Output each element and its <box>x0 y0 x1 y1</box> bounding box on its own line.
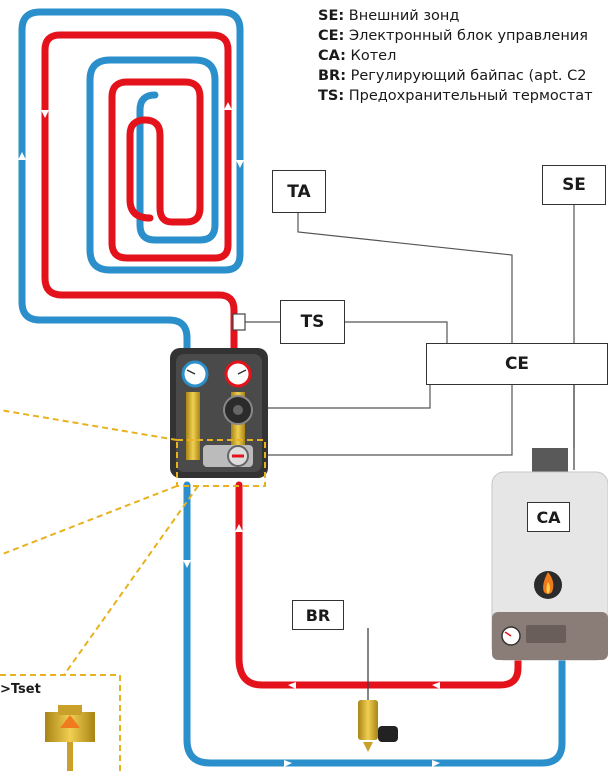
legend-code: CA: <box>318 48 346 64</box>
legend-text: Регулирующий байпас (apt. C2 <box>350 68 587 84</box>
legend-text: Предохранительный термостат <box>348 88 593 104</box>
detail-highlight <box>0 409 266 771</box>
detail-label: >Tset <box>0 682 41 697</box>
legend-code: TS: <box>318 88 345 104</box>
floor-loop-return-outer <box>18 8 244 354</box>
legend-code: BR: <box>318 68 347 84</box>
ce-box: CE <box>426 343 608 385</box>
floor-loop-supply-outer <box>41 31 238 364</box>
ca-box: CA <box>527 502 570 532</box>
bypass-valve-icon <box>358 628 398 752</box>
floor-loop-supply-inner <box>108 78 232 262</box>
wiring <box>232 205 575 470</box>
legend-text: Котел <box>350 48 397 64</box>
ta-box: TA <box>272 170 326 213</box>
legend-code: CE: <box>318 28 345 44</box>
risers <box>183 481 566 767</box>
boiler-icon <box>491 448 608 661</box>
floor-loop <box>18 8 244 364</box>
return-riser <box>183 481 566 767</box>
pump-group <box>170 348 268 478</box>
legend: SE: Внешний зонд CE: Электронный блок уп… <box>318 6 608 106</box>
legend-row-br: BR: Регулирующий байпас (apt. C2 <box>318 66 608 86</box>
supply-riser <box>235 481 522 689</box>
floor-loop-return-inner <box>86 56 219 274</box>
legend-row-ce: CE: Электронный блок управления <box>318 26 608 46</box>
flow-arrows <box>18 102 440 767</box>
legend-row-ts: TS: Предохранительный термостат <box>318 86 608 106</box>
legend-text: Электронный блок управления <box>348 28 588 44</box>
legend-text: Внешний зонд <box>348 8 460 24</box>
legend-code: SE: <box>318 8 345 24</box>
legend-row-se: SE: Внешний зонд <box>318 6 608 26</box>
br-box: BR <box>292 600 344 630</box>
ts-box: TS <box>280 300 345 344</box>
bypass-fitting-detail <box>45 705 95 771</box>
se-box: SE <box>542 165 606 205</box>
legend-row-ca: CA: Котел <box>318 46 608 66</box>
